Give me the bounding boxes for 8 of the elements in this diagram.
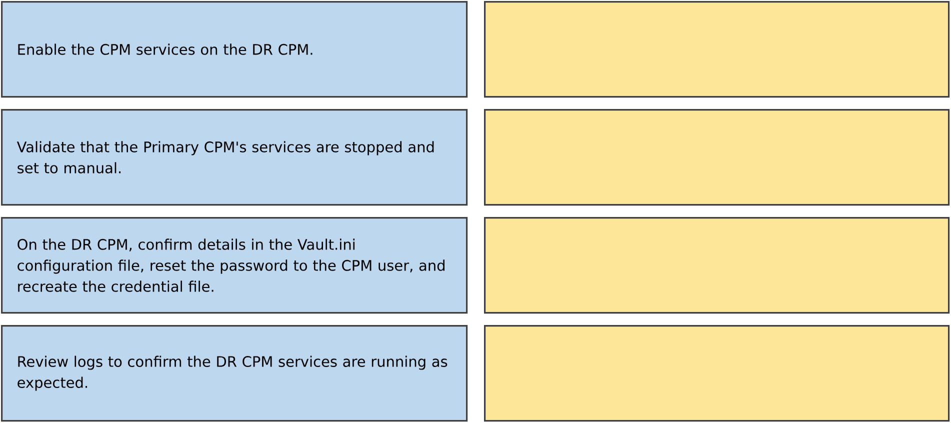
instruction-box: Validate that the Primary CPM's services are stopped and set to manual. <box>1 109 468 206</box>
answer-box <box>484 217 950 314</box>
answer-box <box>484 1 950 98</box>
instruction-box: On the DR CPM, confirm details in the Vault.ini configuration file, reset the password to the CPM user, and recreate the credential file. <box>1 217 468 314</box>
instruction-box: Enable the CPM services on the DR CPM. <box>1 1 468 98</box>
answer-box <box>484 325 950 422</box>
answer-box <box>484 109 950 206</box>
instruction-box: Review logs to confirm the DR CPM services are running as expected. <box>1 325 468 422</box>
